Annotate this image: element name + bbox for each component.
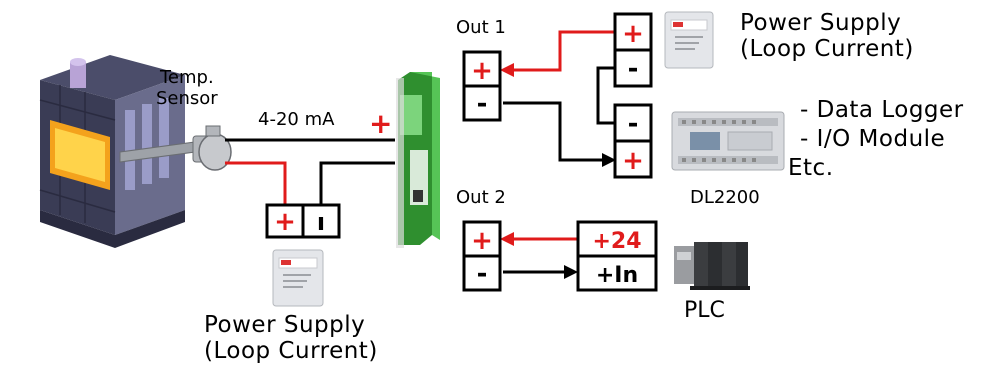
out2-plus-terminal: + [471,226,493,256]
power-supply-top-label: Power Supply (Loop Current) [740,10,914,63]
power-supply-bottom-line1: Power Supply [204,312,366,338]
dl2200-label: DL2200 [690,187,760,208]
out2-label: Out 2 [456,187,506,208]
wire-ps-positive [225,161,287,205]
out1-minus-terminal: - [477,89,488,119]
power-supply-bottom-line2: (Loop Current) [204,338,378,365]
temp-sensor-label: Temp. Sensor [156,67,218,109]
plc-label: PLC [684,298,725,323]
power-supply-bottom-label: Power Supply (Loop Current) [204,312,378,365]
wire-ps-to-logger [596,66,615,125]
wire-ps-negative [319,161,395,205]
out2-minus-terminal: - [477,259,488,289]
ps-top-plus-terminal: + [622,19,644,49]
furnace-illustration [39,55,185,248]
wire-out1-positive [503,30,615,72]
logger-plus-terminal: + [622,146,644,176]
power-supply-bottom-icon [272,249,324,307]
logger-desc-line3: Etc. [788,154,834,181]
power-supply-top-line2: (Loop Current) [740,36,914,63]
ps-bottom-plus-terminal: + [274,207,296,237]
power-supply-top-icon [664,11,714,69]
out1-plus-terminal: + [471,56,493,86]
logger-description: - Data Logger - I/O Module Etc. [788,96,964,182]
logger-minus-terminal: - [628,109,639,139]
terminal-boxes [265,12,658,292]
logger-desc-line2: - I/O Module [800,125,946,152]
plc-plus24-terminal: +24 [592,229,641,254]
ps-top-minus-terminal: - [628,54,639,84]
loop-signal-label: 4-20 mA [258,109,335,130]
out1-label: Out 1 [456,17,506,38]
power-supply-top-line1: Power Supply [740,10,902,36]
ps-bottom-minus-terminal: ı [317,208,325,236]
plc-plus-in-terminal: +In [596,263,638,288]
data-logger-icon [671,111,785,171]
plc-icon [674,242,750,290]
temp-sensor-label-line2: Sensor [156,87,218,109]
temp-sensor-label-line1: Temp. [160,67,214,88]
temperature-sensor-probe [119,125,232,171]
logger-desc-line1: - Data Logger [800,97,964,123]
loop-plus-marker: + [369,107,393,140]
wire-out1-negative [503,101,612,162]
signal-isolator-module [396,72,440,248]
